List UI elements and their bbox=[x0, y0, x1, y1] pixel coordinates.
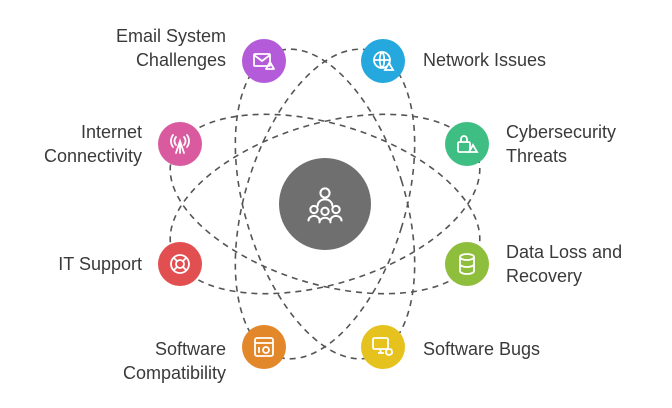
label-line: Compatibility bbox=[122, 363, 226, 383]
central-hub bbox=[279, 158, 371, 250]
orbit-ellipse bbox=[234, 48, 416, 360]
label-line: Cybersecurity bbox=[506, 122, 617, 142]
label-line: Challenges bbox=[135, 50, 226, 70]
node-software-bugs bbox=[361, 325, 405, 369]
label-line: Network Issues bbox=[423, 50, 547, 70]
people-network-icon bbox=[307, 187, 343, 224]
label-line: Recovery bbox=[506, 266, 583, 286]
label-line: Threats bbox=[506, 146, 568, 166]
label-it-support: IT Support bbox=[58, 252, 142, 276]
label-line: Software bbox=[154, 339, 226, 359]
mail-alert-icon bbox=[253, 53, 275, 70]
puzzle-window-icon bbox=[254, 337, 274, 357]
lifebuoy-icon bbox=[170, 254, 190, 274]
label-line: Data Loss and bbox=[506, 242, 623, 262]
label-line: Software Bugs bbox=[423, 339, 541, 359]
label-email-system-challenges: Email System Challenges bbox=[116, 24, 226, 72]
label-software-compatibility: Software Compatibility bbox=[123, 337, 226, 385]
node-data-loss-and-recovery bbox=[445, 242, 489, 286]
database-icon bbox=[459, 253, 475, 275]
globe-alert-icon bbox=[373, 51, 395, 71]
label-network-issues: Network Issues bbox=[423, 48, 546, 72]
node-cybersecurity-threats bbox=[445, 122, 489, 166]
label-line: IT Support bbox=[58, 254, 142, 274]
node-it-support bbox=[158, 242, 202, 286]
orbit-ellipse bbox=[234, 48, 416, 360]
bug-screen-icon bbox=[372, 337, 393, 356]
node-network-issues bbox=[361, 39, 405, 83]
antenna-icon bbox=[170, 134, 190, 154]
label-internet-connectivity: Internet Connectivity bbox=[44, 120, 142, 168]
node-email-system-challenges bbox=[242, 39, 286, 83]
label-line: Internet bbox=[80, 122, 142, 142]
label-cybersecurity-threats: Cybersecurity Threats bbox=[506, 120, 616, 168]
label-data-loss-and-recovery: Data Loss and Recovery bbox=[506, 240, 622, 288]
lock-alert-icon bbox=[457, 135, 479, 153]
node-software-compatibility bbox=[242, 325, 286, 369]
label-line: Connectivity bbox=[43, 146, 142, 166]
node-internet-connectivity bbox=[158, 122, 202, 166]
label-software-bugs: Software Bugs bbox=[423, 337, 540, 361]
label-line: Email System bbox=[115, 26, 226, 46]
